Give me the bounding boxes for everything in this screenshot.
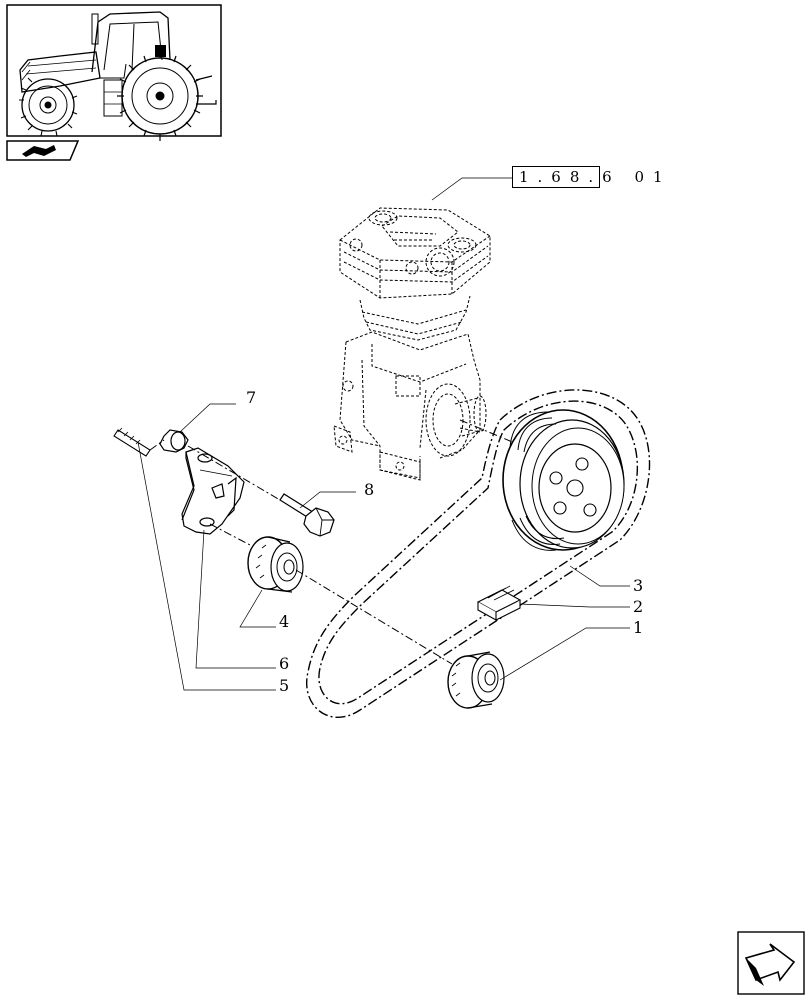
bolt (279, 493, 335, 537)
next-page-arrow-icon[interactable] (737, 931, 805, 995)
callout-5: 5 (279, 676, 290, 695)
callout-8: 8 (364, 480, 375, 499)
callout-2: 2 (633, 597, 644, 616)
tensioner-bracket (181, 447, 245, 535)
reference-code[interactable]: 1.68.6 01 (519, 168, 672, 186)
drive-belt (306, 389, 651, 718)
tractor-thumbnail-icon (6, 4, 222, 141)
compressor-pulley (502, 409, 625, 551)
shaft-axis (459, 419, 561, 463)
pulley-key (476, 585, 522, 621)
assembly-axes (149, 439, 453, 665)
callout-3: 3 (633, 576, 644, 595)
reference-box (512, 166, 600, 188)
roller-bearing (447, 651, 505, 709)
stud-pin (113, 427, 151, 457)
callout-4: 4 (279, 612, 290, 631)
spacer (159, 429, 189, 453)
callout-6: 6 (279, 654, 290, 673)
section-marker-icon (6, 140, 80, 161)
idler-pulley (247, 536, 304, 593)
air-compressor (333, 207, 491, 481)
callout-1: 1 (633, 618, 644, 637)
callout-7: 7 (246, 388, 257, 407)
leader-lines (137, 177, 630, 691)
